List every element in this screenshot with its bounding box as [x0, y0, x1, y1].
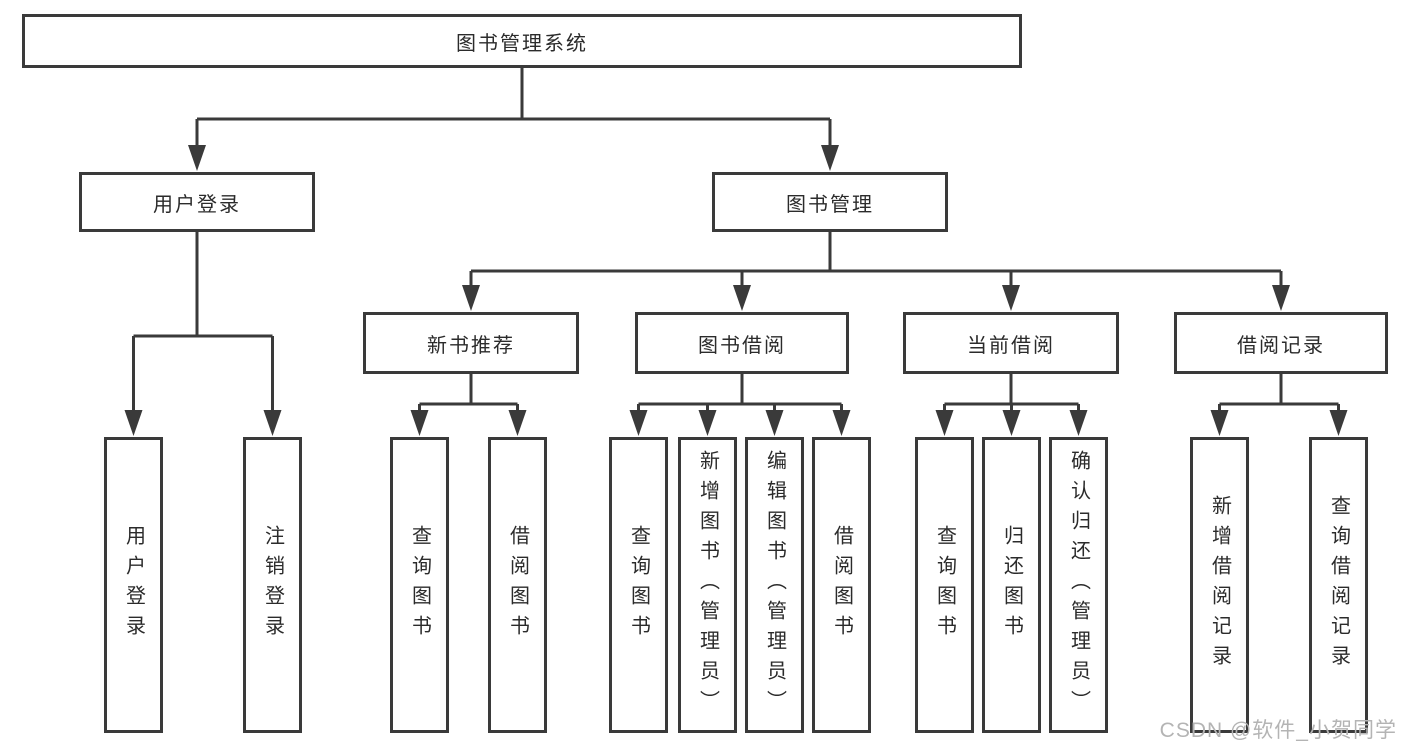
arrow-down-icon [1272, 285, 1290, 311]
arrow-down-icon [821, 145, 839, 171]
leaf-label: 归还图书 [1000, 525, 1023, 645]
arrow-down-icon [263, 410, 282, 436]
leaf-query-books-recommend: 查询图书 [390, 437, 449, 733]
leaf-label: 借阅图书 [506, 525, 529, 645]
arrow-down-icon [462, 285, 480, 311]
leaf-label: 查询图书 [627, 525, 650, 645]
arrow-down-icon [188, 145, 206, 171]
node-book-management: 图书管理 [712, 172, 948, 232]
arrow-down-icon [832, 410, 851, 436]
node-new-book-recommendation: 新书推荐 [363, 312, 579, 374]
leaf-label: 注销登录 [261, 525, 284, 645]
connector-edges [132, 64, 1340, 414]
arrow-down-icon [410, 410, 429, 436]
leaf-query-borrow-record: 查询借阅记录 [1309, 437, 1368, 733]
node-library-management-system: 图书管理系统 [22, 14, 1022, 68]
leaf-query-books-borrow: 查询图书 [609, 437, 668, 733]
arrow-down-icon [124, 410, 143, 436]
leaf-edit-books-admin: 编辑图书（管理员） [745, 437, 804, 733]
arrow-down-icon [935, 410, 954, 436]
leaf-add-borrow-record: 新增借阅记录 [1190, 437, 1249, 733]
leaf-label: 查询图书 [933, 525, 956, 645]
node-current-borrowing: 当前借阅 [903, 312, 1119, 374]
leaf-label: 新增图书（管理员） [696, 450, 719, 720]
leaf-query-books-current: 查询图书 [915, 437, 974, 733]
arrow-down-icon [1329, 410, 1348, 436]
leaf-borrow-books: 借阅图书 [812, 437, 871, 733]
arrow-down-icon [733, 285, 751, 311]
connector-arrowheads [124, 145, 1348, 436]
leaf-return-books: 归还图书 [982, 437, 1041, 733]
leaf-label: 借阅图书 [830, 525, 853, 645]
leaf-label: 编辑图书（管理员） [763, 450, 786, 720]
arrow-down-icon [765, 410, 784, 436]
arrow-down-icon [629, 410, 648, 436]
leaf-label: 用户登录 [122, 525, 145, 645]
leaf-borrow-books-recommend: 借阅图书 [488, 437, 547, 733]
arrow-down-icon [508, 410, 527, 436]
node-user-login: 用户登录 [79, 172, 315, 232]
leaf-label: 新增借阅记录 [1208, 495, 1231, 675]
arrow-down-icon [698, 410, 717, 436]
arrow-down-icon [1210, 410, 1229, 436]
leaf-label: 查询借阅记录 [1327, 495, 1350, 675]
arrow-down-icon [1069, 410, 1088, 436]
leaf-add-books-admin: 新增图书（管理员） [678, 437, 737, 733]
leaf-user-login: 用户登录 [104, 437, 163, 733]
arrow-down-icon [1002, 285, 1020, 311]
leaf-label: 查询图书 [408, 525, 431, 645]
leaf-confirm-return-admin: 确认归还（管理员） [1049, 437, 1108, 733]
node-borrowing-records: 借阅记录 [1174, 312, 1388, 374]
node-book-borrowing: 图书借阅 [635, 312, 849, 374]
leaf-label: 确认归还（管理员） [1067, 450, 1090, 720]
arrow-down-icon [1002, 410, 1021, 436]
leaf-logout: 注销登录 [243, 437, 302, 733]
